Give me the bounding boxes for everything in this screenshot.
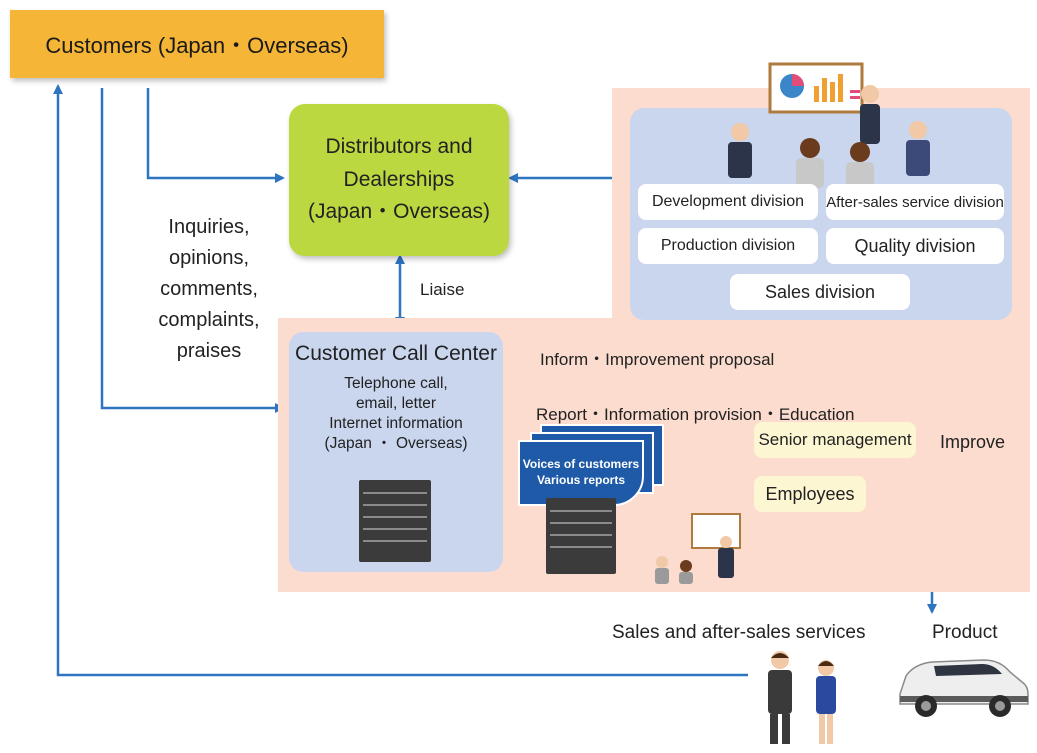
- customer-call-center-box: Customer Call Center Telephone call, ema…: [289, 332, 503, 572]
- senior-management-box: Senior management: [754, 422, 916, 458]
- inquiries-line-2: opinions,: [168, 247, 250, 269]
- inform-label: Inform・Improvement proposal: [540, 350, 775, 369]
- meeting-illustration: [728, 62, 930, 188]
- employees-box: Employees: [754, 476, 866, 512]
- arrow-customers-to-callcenter: [100, 88, 285, 413]
- customers-box: Customers (Japan・Overseas): [10, 10, 384, 78]
- call-center-line-1: Telephone call,: [344, 375, 448, 392]
- inquiries-line-1: Inquiries,: [168, 216, 250, 238]
- division-development: Development division: [638, 184, 818, 220]
- server-icon: [359, 480, 431, 562]
- division-production: Production division: [638, 228, 818, 264]
- liaise-label: Liaise: [420, 280, 465, 299]
- company-divisions-panel: Development division After-sales service…: [630, 62, 1012, 320]
- arrow-return-to-customers: [53, 84, 748, 677]
- report-info-label: Report・Information provision・Education: [536, 405, 855, 424]
- report-server-icon: [546, 498, 616, 574]
- education-illustration: [655, 513, 741, 584]
- inquiries-line-4: complaints,: [158, 309, 260, 331]
- division-quality: Quality division: [826, 228, 1004, 264]
- distributors-line-3: (Japan・Overseas): [307, 200, 491, 224]
- reports-line-1: Voices of customers: [522, 457, 640, 472]
- reports-line-2: Various reports: [536, 473, 625, 487]
- inquiries-text: Inquiries, opinions, comments, complaint…: [140, 212, 278, 367]
- call-center-description: Telephone call, email, letter Internet i…: [289, 374, 503, 455]
- whiteboard: [691, 513, 741, 549]
- division-after-sales: After-sales service division: [826, 184, 1004, 220]
- distributors-line-2: Dealerships: [343, 167, 455, 191]
- car-product-illustration: [899, 659, 1029, 717]
- call-center-title: Customer Call Center: [295, 342, 497, 365]
- call-center-line-2: email, letter: [355, 395, 437, 413]
- sales-services-label: Sales and after-sales services: [612, 622, 866, 643]
- arrow-customers-to-distributors: [146, 88, 285, 183]
- product-label: Product: [932, 622, 998, 643]
- improve-label: Improve: [940, 432, 1006, 452]
- distributors-box: Distributors and Dealerships (Japan・Over…: [289, 104, 509, 256]
- sales-staff-illustration: [768, 651, 836, 744]
- inquiries-line-3: comments,: [160, 278, 258, 300]
- customers-label: Customers (Japan・Overseas): [45, 33, 349, 58]
- call-center-line-3: Internet information: [329, 415, 463, 433]
- distributors-line-1: Distributors and: [325, 135, 473, 159]
- reports-document-icon: Voices of customers Various reports: [518, 440, 644, 506]
- division-sales: Sales division: [730, 274, 910, 310]
- call-center-line-4: (Japan ・ Overseas): [324, 435, 468, 453]
- inquiries-line-5: praises: [176, 340, 242, 362]
